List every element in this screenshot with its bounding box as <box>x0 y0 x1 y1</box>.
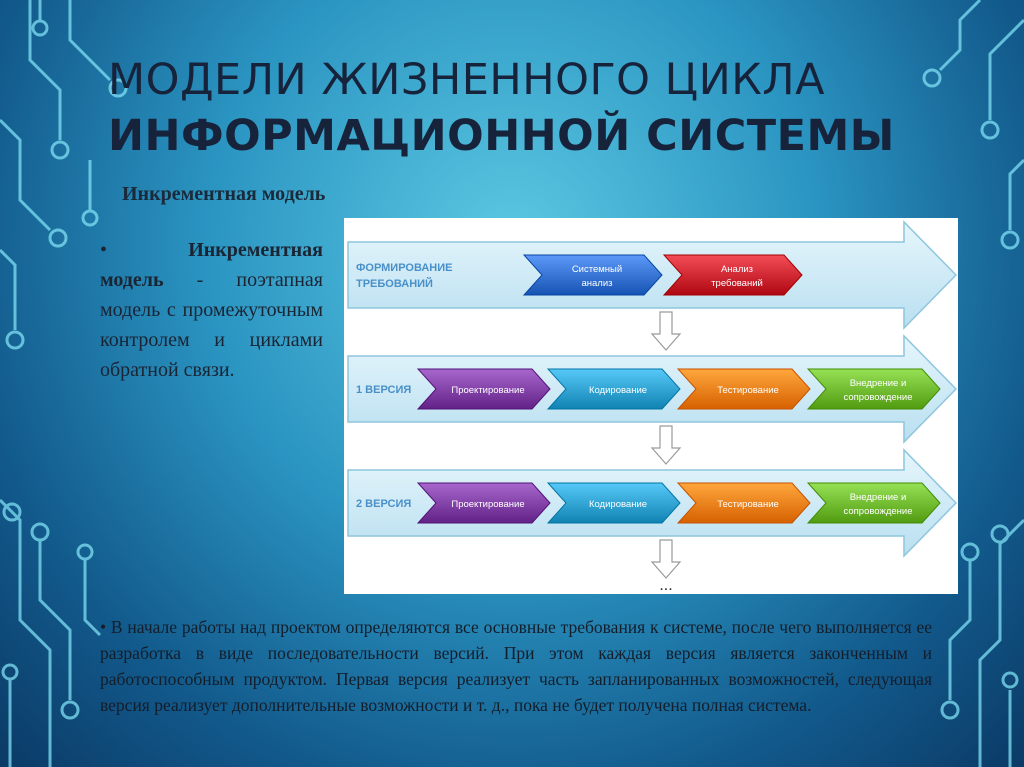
process-step-label: анализ <box>581 278 612 289</box>
process-step-label: Системный <box>572 264 622 275</box>
diagram-row-0: ФОРМИРОВАНИЕ ТРЕБОВАНИЙ Системный анализ Ана… <box>347 220 958 330</box>
process-step-label: Кодирование <box>589 499 647 510</box>
process-step-arrow <box>662 254 803 296</box>
down-arrow <box>650 539 682 579</box>
process-step-arrow <box>676 368 811 410</box>
bottom-paragraph: • В начале работы над проектом определяю… <box>100 617 932 715</box>
incremental-model-diagram: ФОРМИРОВАНИЕ ТРЕБОВАНИЙ Системный анализ Ана… <box>344 218 958 594</box>
process-step-label: Внедрение и <box>850 378 907 389</box>
slide-title: МОДЕЛИ ЖИЗНЕННОГО ЦИКЛА ИНФОРМАЦИОННОЙ С… <box>108 52 895 164</box>
bullet-definition: - поэтапная модель с промежуточным контр… <box>100 269 323 381</box>
process-step-label: Тестирование <box>717 385 779 396</box>
process-step-arrow <box>546 368 681 410</box>
process-step-label: Кодирование <box>589 385 647 396</box>
slide-subtitle: Инкрементная модель <box>122 183 326 205</box>
row-label: ФОРМИРОВАНИЕ <box>356 262 452 274</box>
process-step-label: Тестирование <box>717 499 779 510</box>
bullet-term: Инкрементная модель <box>100 239 323 291</box>
diagram-row-1: 1 ВЕРСИЯ Проектирование Кодирование Тестиро… <box>347 334 958 444</box>
process-step-arrow <box>416 368 551 410</box>
process-step-label: сопровождение <box>844 392 913 403</box>
row-label: ТРЕБОВАНИЙ <box>356 277 433 290</box>
title-line-1: МОДЕЛИ ЖИЗНЕННОГО ЦИКЛА <box>108 55 826 105</box>
process-step-label: Проектирование <box>451 385 524 396</box>
row-label: 1 ВЕРСИЯ <box>356 384 411 396</box>
process-step-label: Внедрение и <box>850 492 907 503</box>
process-step-arrow <box>522 254 663 296</box>
row-label: 2 ВЕРСИЯ <box>356 498 411 510</box>
process-step-arrow <box>676 482 811 524</box>
process-step-arrow <box>546 482 681 524</box>
process-step-arrow <box>806 482 941 524</box>
process-step-arrow <box>416 482 551 524</box>
left-bullet: • Инкрементная модель - поэтапная модель… <box>100 235 323 385</box>
down-arrow <box>650 311 682 351</box>
down-arrow <box>650 425 682 465</box>
process-step-label: сопровождение <box>844 506 913 517</box>
process-step-label: требований <box>711 278 763 289</box>
diagram-canvas: ФОРМИРОВАНИЕ ТРЕБОВАНИЙ Системный анализ Ана… <box>347 220 958 594</box>
process-step-arrow <box>806 368 941 410</box>
process-step-label: Проектирование <box>451 499 524 510</box>
title-line-2: ИНФОРМАЦИОННОЙ СИСТЕМЫ <box>108 111 895 161</box>
process-step-label: Анализ <box>721 264 753 275</box>
continuation-ellipsis: ... <box>659 577 672 594</box>
diagram-row-2: 2 ВЕРСИЯ Проектирование Кодирование Тестиро… <box>347 448 958 558</box>
bullet-marker: • <box>100 239 108 261</box>
